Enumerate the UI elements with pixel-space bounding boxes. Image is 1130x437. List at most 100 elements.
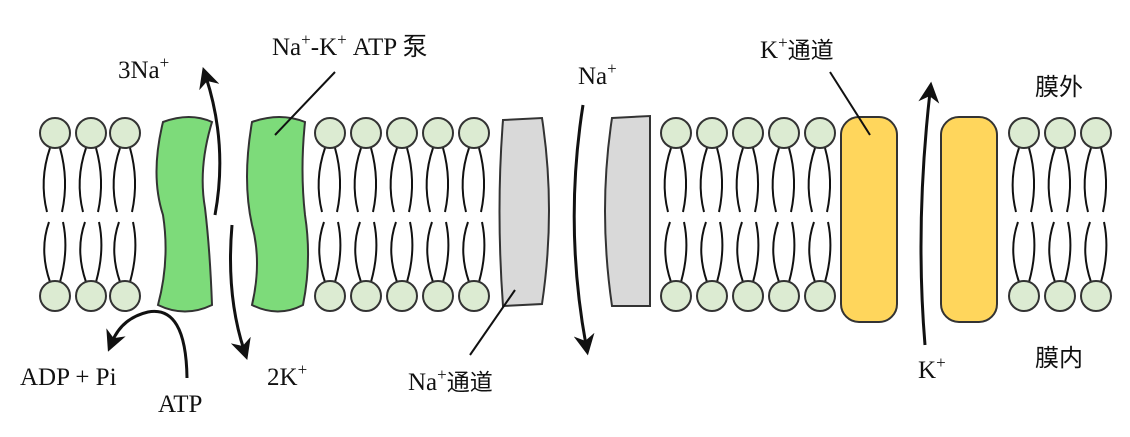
lipid-tail — [59, 147, 67, 213]
lipid-tail — [1048, 221, 1056, 283]
lipid-tail — [478, 147, 486, 213]
lipid-tail — [1028, 221, 1036, 283]
na-channel-left-subunit — [498, 116, 550, 308]
lipid-head — [422, 280, 454, 312]
na-flow-label: Na+ — [578, 59, 617, 90]
lipid-tail — [807, 147, 816, 213]
lipid-tail — [406, 221, 414, 283]
lipid-tail — [771, 147, 780, 213]
lipid-tail — [699, 147, 708, 213]
lipid-tail — [680, 221, 688, 283]
k-flow-label: K+ — [918, 353, 946, 384]
lipid-tail — [752, 221, 760, 283]
na-efflux-arrow — [199, 67, 222, 216]
pump-label: Na+-K+ATP 泵 — [272, 30, 428, 61]
pump-left-subunit — [155, 116, 214, 313]
k-channel-flow-arrow — [918, 81, 940, 346]
na-channel-label: Na+通道 — [408, 365, 493, 396]
lipid-tail — [824, 147, 832, 213]
lipid-tail — [354, 221, 362, 283]
lipid-tail — [334, 147, 342, 213]
lipid-head — [314, 117, 346, 149]
inside-label: 膜内 — [1035, 344, 1083, 372]
lipid-tail — [79, 221, 87, 283]
lipid-tail — [113, 221, 121, 283]
lipid-tail — [680, 147, 688, 213]
lipid-tail — [1028, 147, 1036, 213]
lipid-head — [804, 117, 836, 149]
lipid-tail — [1012, 221, 1020, 283]
lipid-tail — [95, 221, 103, 283]
lipid-tail — [735, 147, 744, 213]
lipid-head — [458, 117, 490, 149]
adp-label: ADP + Pi — [20, 364, 117, 391]
lipid-head — [1044, 117, 1076, 149]
lipid-tail — [736, 221, 744, 283]
lipid-head — [314, 280, 346, 312]
lipid-tail — [317, 147, 326, 213]
lipid-tail — [752, 147, 760, 213]
lipid-head — [109, 280, 141, 312]
lipid-head — [804, 280, 836, 312]
lipid-tail — [462, 221, 470, 283]
atp-label: ATP — [158, 391, 202, 418]
lipid-tail — [1084, 221, 1092, 283]
lipid-tail — [716, 221, 724, 283]
lipid-tail — [353, 147, 362, 213]
lipid-head — [660, 117, 692, 149]
lipid-tail — [390, 221, 398, 283]
na-channel-right-subunit — [604, 114, 651, 307]
lipid-head — [350, 117, 382, 149]
lipid-tail — [389, 147, 398, 213]
lipid-tail — [664, 221, 672, 283]
lipid-tail — [59, 221, 67, 283]
lipid-head — [75, 117, 107, 149]
lipid-tail — [788, 147, 796, 213]
lipid-tail — [772, 221, 780, 283]
lipid-tail — [406, 147, 414, 213]
k-influx-arrow — [229, 224, 251, 360]
lipid-tail — [478, 221, 486, 283]
lipid-head — [1044, 280, 1076, 312]
lipid-tail — [1100, 147, 1108, 213]
lipid-tail — [370, 147, 378, 213]
k-channel-left-subunit — [840, 116, 898, 323]
na-channel-leader-line — [469, 289, 516, 356]
na-efflux-label: 3Na+ — [118, 53, 169, 84]
lipid-head — [109, 117, 141, 149]
lipid-tail — [700, 221, 708, 283]
lipid-head — [75, 280, 107, 312]
lipid-tail — [78, 147, 87, 213]
lipid-tail — [442, 147, 450, 213]
lipid-tail — [663, 147, 672, 213]
k-influx-label: 2K+ — [267, 360, 307, 391]
lipid-tail — [112, 147, 121, 213]
lipid-tail — [1064, 147, 1072, 213]
lipid-tail — [824, 221, 832, 283]
lipid-head — [1080, 117, 1112, 149]
lipid-head — [422, 117, 454, 149]
pump-leader-line — [274, 71, 336, 136]
lipid-tail — [1083, 147, 1092, 213]
lipid-head — [39, 280, 71, 312]
lipid-tail — [442, 221, 450, 283]
lipid-tail — [461, 147, 470, 213]
lipid-head — [386, 280, 418, 312]
lipid-head — [732, 280, 764, 312]
lipid-head — [1080, 280, 1112, 312]
lipid-tail — [1047, 147, 1056, 213]
lipid-tail — [42, 147, 51, 213]
lipid-tail — [43, 221, 51, 283]
atp-hydrolysis-arrow — [106, 309, 189, 379]
lipid-tail — [425, 147, 434, 213]
lipid-tail — [370, 221, 378, 283]
pump-right-subunit — [246, 116, 310, 313]
lipid-tail — [129, 147, 137, 213]
lipid-tail — [129, 221, 137, 283]
lipid-tail — [1011, 147, 1020, 213]
lipid-head — [768, 280, 800, 312]
lipid-head — [696, 280, 728, 312]
lipid-head — [350, 280, 382, 312]
